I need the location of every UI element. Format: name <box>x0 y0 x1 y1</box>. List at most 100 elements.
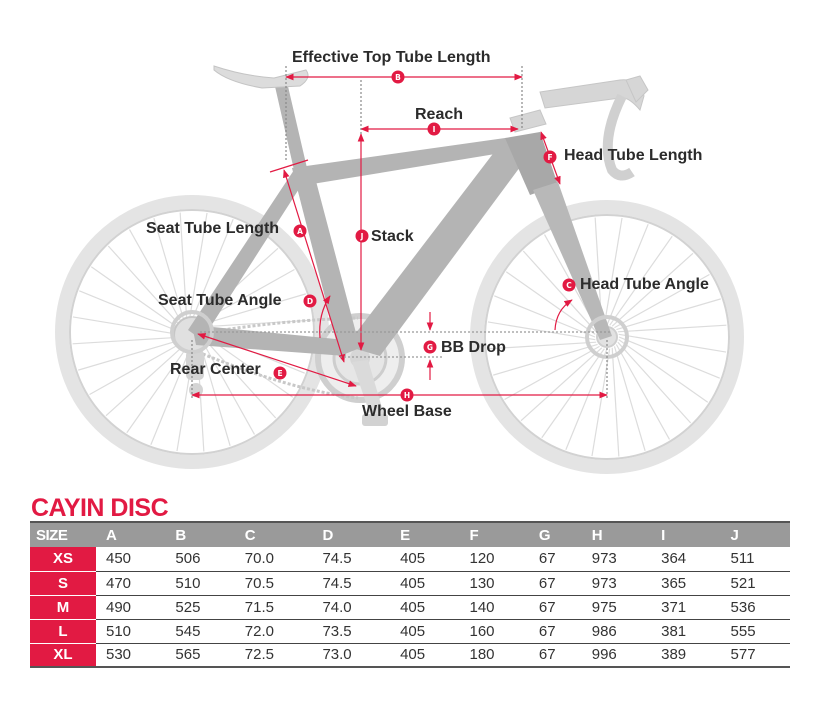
value-cell: 73.5 <box>312 619 391 644</box>
value-cell: 74.5 <box>312 571 391 596</box>
value-cell: 130 <box>459 571 529 596</box>
value-cell: 67 <box>528 643 582 668</box>
column-header: F <box>459 521 529 547</box>
label-head-tube-angle: Head Tube Angle <box>580 276 709 293</box>
svg-text:F: F <box>547 153 552 162</box>
value-cell: 996 <box>581 643 652 668</box>
value-cell: 975 <box>581 595 652 620</box>
value-cell: 405 <box>390 571 460 596</box>
svg-text:E: E <box>277 369 282 378</box>
svg-text:H: H <box>404 391 410 400</box>
value-cell: 67 <box>528 595 582 620</box>
svg-text:G: G <box>427 343 433 352</box>
value-cell: 536 <box>720 595 790 620</box>
column-header: G <box>528 521 582 547</box>
value-cell: 74.5 <box>312 547 391 572</box>
svg-text:J: J <box>360 232 364 241</box>
value-cell: 973 <box>581 571 652 596</box>
value-cell: 364 <box>651 547 721 572</box>
label-rear-center: Rear Center <box>170 361 261 378</box>
svg-text:A: A <box>297 227 303 236</box>
value-cell: 67 <box>528 547 582 572</box>
badge-c: C <box>562 278 576 292</box>
column-header: SIZE <box>30 521 96 547</box>
label-bb-drop: BB Drop <box>441 339 506 356</box>
bike-geometry-diagram: B I F A J D C G E H Effective Top Tube L… <box>55 49 744 474</box>
value-cell: 555 <box>720 619 790 644</box>
label-reach: Reach <box>415 106 463 123</box>
size-cell: XL <box>30 643 96 668</box>
badge-i: I <box>427 122 441 136</box>
value-cell: 510 <box>96 619 166 644</box>
svg-text:C: C <box>566 281 572 290</box>
value-cell: 530 <box>96 643 166 668</box>
value-cell: 180 <box>459 643 529 668</box>
value-cell: 545 <box>165 619 235 644</box>
value-cell: 72.5 <box>234 643 313 668</box>
value-cell: 389 <box>651 643 721 668</box>
badge-b: B <box>391 70 405 84</box>
label-seat-tube-length: Seat Tube Length <box>146 220 279 237</box>
value-cell: 470 <box>96 571 166 596</box>
label-head-tube-length: Head Tube Length <box>564 147 702 164</box>
value-cell: 67 <box>528 619 582 644</box>
column-header: D <box>312 521 391 547</box>
column-header: J <box>720 521 790 547</box>
column-header: C <box>234 521 313 547</box>
badge-g: G <box>423 340 437 354</box>
column-header: E <box>390 521 460 547</box>
column-header: A <box>96 521 166 547</box>
value-cell: 521 <box>720 571 790 596</box>
value-cell: 405 <box>390 619 460 644</box>
size-cell: S <box>30 571 96 596</box>
badge-j: J <box>355 229 369 243</box>
value-cell: 450 <box>96 547 166 572</box>
svg-text:D: D <box>307 297 313 306</box>
value-cell: 73.0 <box>312 643 391 668</box>
value-cell: 525 <box>165 595 235 620</box>
size-cell: XS <box>30 547 96 572</box>
size-cell: M <box>30 595 96 620</box>
value-cell: 371 <box>651 595 721 620</box>
value-cell: 71.5 <box>234 595 313 620</box>
badge-a: A <box>293 224 307 238</box>
value-cell: 70.0 <box>234 547 313 572</box>
value-cell: 160 <box>459 619 529 644</box>
column-header: I <box>651 521 721 547</box>
value-cell: 511 <box>720 547 790 572</box>
value-cell: 506 <box>165 547 235 572</box>
svg-text:I: I <box>433 125 436 134</box>
value-cell: 67 <box>528 571 582 596</box>
badge-f: F <box>543 150 557 164</box>
label-wheel-base: Wheel Base <box>362 403 452 420</box>
value-cell: 510 <box>165 571 235 596</box>
value-cell: 140 <box>459 595 529 620</box>
value-cell: 120 <box>459 547 529 572</box>
badge-d: D <box>303 294 317 308</box>
label-seat-tube-angle: Seat Tube Angle <box>158 292 282 309</box>
value-cell: 405 <box>390 547 460 572</box>
value-cell: 381 <box>651 619 721 644</box>
value-cell: 72.0 <box>234 619 313 644</box>
size-cell: L <box>30 619 96 644</box>
label-effective-top-tube: Effective Top Tube Length <box>292 49 491 66</box>
value-cell: 973 <box>581 547 652 572</box>
label-stack: Stack <box>371 228 414 245</box>
value-cell: 70.5 <box>234 571 313 596</box>
value-cell: 405 <box>390 595 460 620</box>
value-cell: 365 <box>651 571 721 596</box>
model-title: CAYIN DISC <box>31 494 169 522</box>
value-cell: 986 <box>581 619 652 644</box>
badge-e: E <box>273 366 287 380</box>
svg-text:B: B <box>395 73 401 82</box>
handlebar <box>509 75 649 181</box>
column-header: H <box>581 521 652 547</box>
badge-h: H <box>400 388 414 402</box>
